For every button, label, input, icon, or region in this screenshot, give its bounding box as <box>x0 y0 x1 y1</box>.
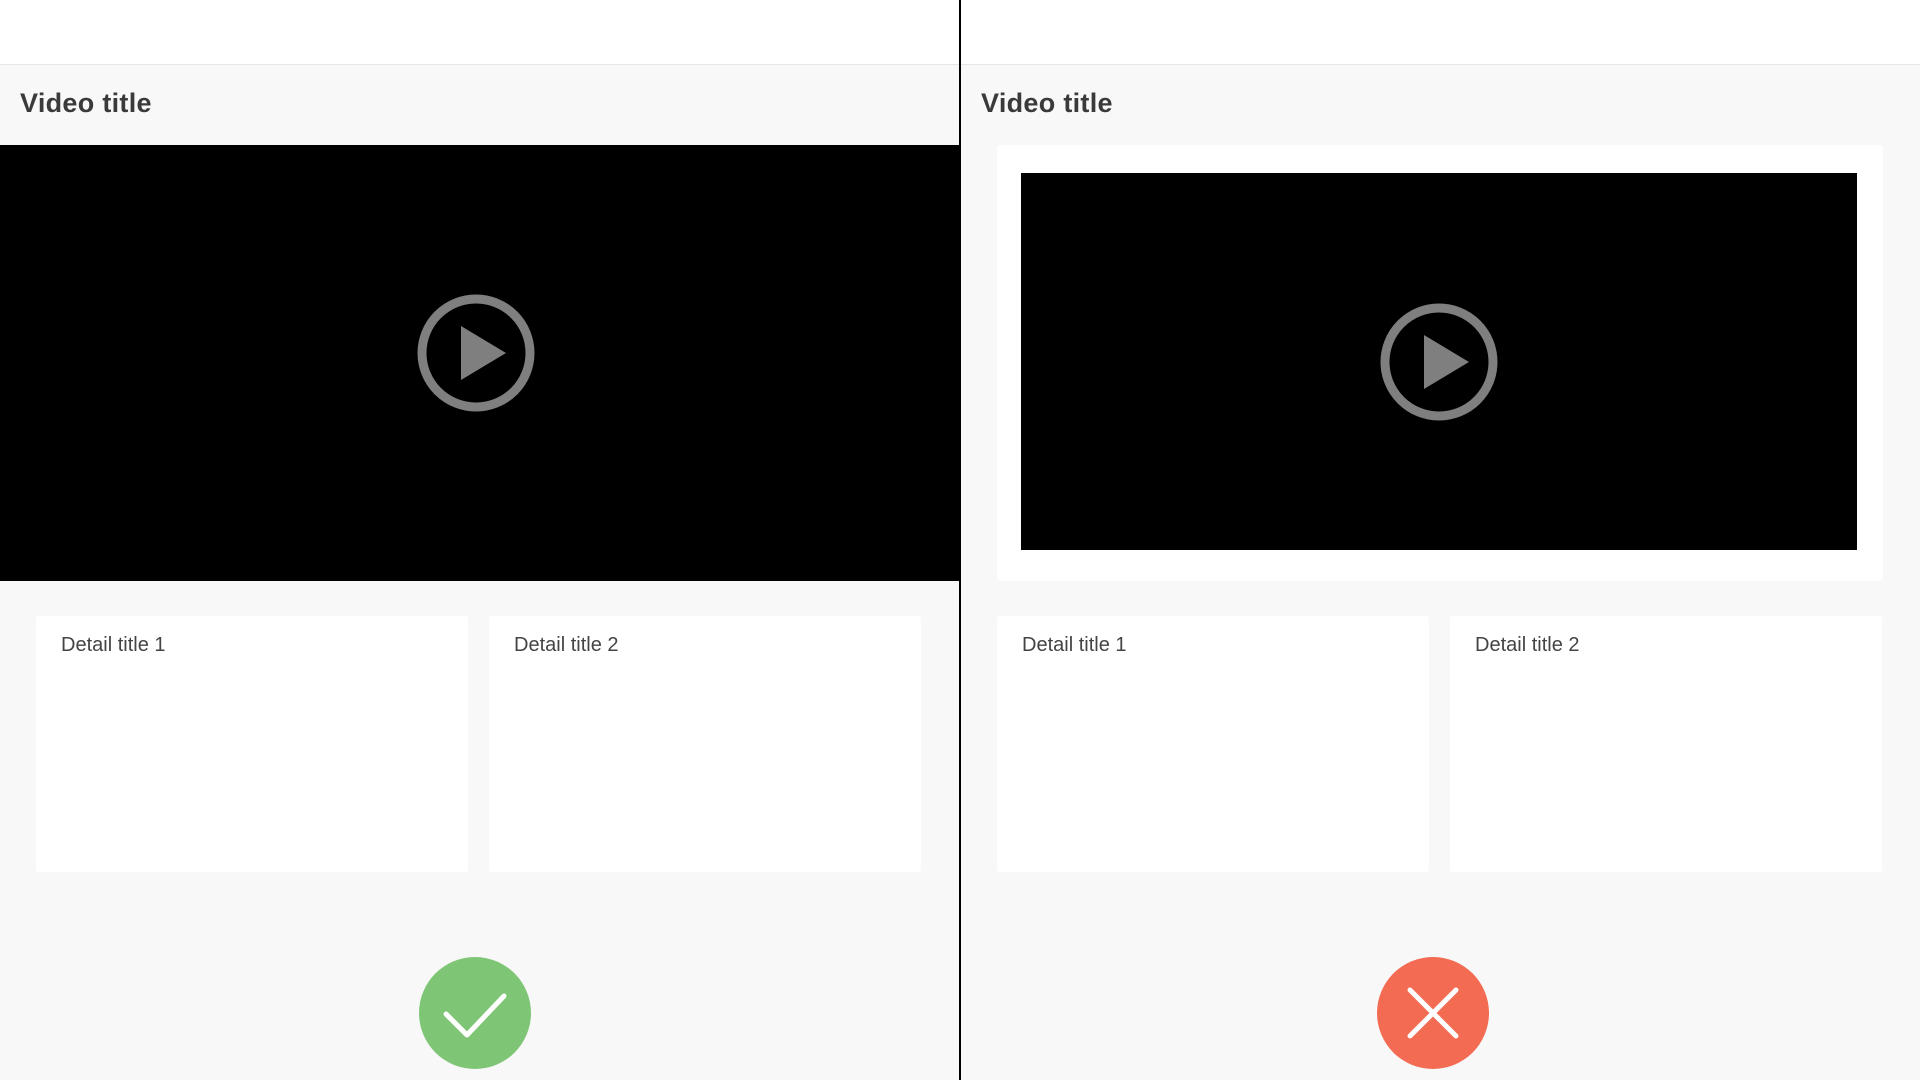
close-icon <box>1407 987 1459 1039</box>
panel-divider <box>959 0 962 1080</box>
incorrect-badge <box>1377 957 1489 1069</box>
detail-card[interactable]: Detail title 1 <box>36 616 468 872</box>
check-icon <box>443 993 507 1038</box>
video-card <box>997 145 1883 581</box>
detail-card[interactable]: Detail title 1 <box>997 616 1429 872</box>
correct-badge <box>419 957 531 1069</box>
detail-title: Detail title 2 <box>514 634 619 656</box>
top-bar <box>961 0 1920 65</box>
detail-title: Detail title 1 <box>1022 634 1127 656</box>
right-panel: Video title Detail title 1 Detail title … <box>961 0 1920 1080</box>
top-bar <box>0 0 959 65</box>
page-title: Video title <box>981 88 1113 118</box>
page-title: Video title <box>20 88 152 118</box>
video-player[interactable] <box>0 145 959 581</box>
detail-title: Detail title 1 <box>61 634 166 656</box>
play-icon[interactable] <box>416 293 536 413</box>
detail-card[interactable]: Detail title 2 <box>1450 616 1882 872</box>
left-panel: Video title Detail title 1 Detail title … <box>0 0 959 1080</box>
video-player[interactable] <box>1021 173 1857 550</box>
detail-card[interactable]: Detail title 2 <box>489 616 921 872</box>
detail-title: Detail title 2 <box>1475 634 1580 656</box>
play-icon[interactable] <box>1379 302 1499 422</box>
